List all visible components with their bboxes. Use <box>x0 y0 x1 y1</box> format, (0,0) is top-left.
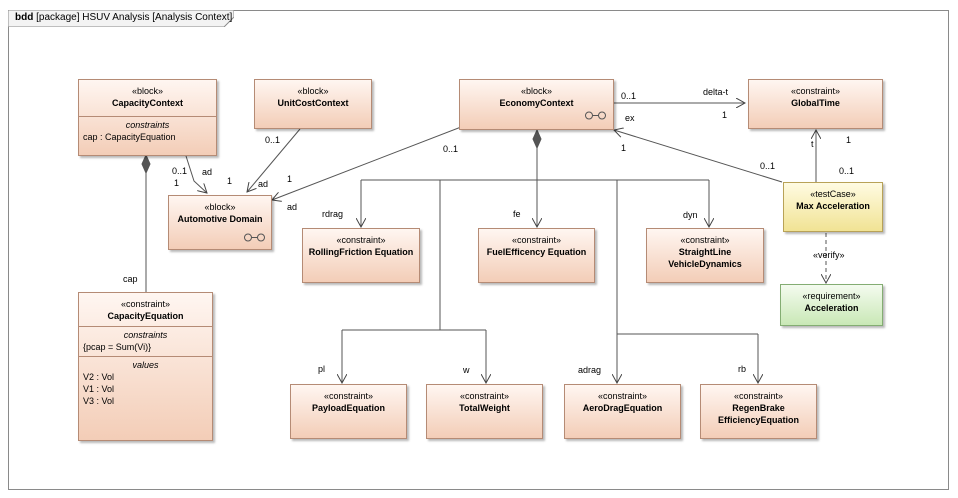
label-w: w <box>463 365 470 375</box>
label-cap-role: cap <box>123 274 138 284</box>
label-cap-ad-mult: 0..1 <box>172 166 188 176</box>
regen-brake-name-line1: RegenBrake <box>732 403 785 413</box>
constraint-capacity-equation[interactable]: «constraint» CapacityEquation constraint… <box>78 292 213 441</box>
label-ex-role: ex <box>625 113 635 123</box>
label-unit-mult: 0..1 <box>265 135 281 145</box>
capacity-context-constraints: constraints cap : CapacityEquation <box>79 116 216 146</box>
link-unit-ad <box>247 128 301 192</box>
constraint-straight-line-vehicle-dynamics[interactable]: «constraint» StraightLine VehicleDynamic… <box>646 228 764 283</box>
label-fe: fe <box>513 209 521 219</box>
label-unit-ad-role: ad <box>258 179 269 189</box>
capacity-context-constraints-title: constraints <box>125 120 170 130</box>
max-acceleration-name: Max Acceleration <box>796 201 870 211</box>
rolling-friction-stereotype: «constraint» <box>336 235 386 245</box>
label-rb: rb <box>738 364 747 374</box>
constraint-total-weight[interactable]: «constraint» TotalWeight <box>426 384 543 439</box>
label-unit-target-mult: 1 <box>227 176 233 186</box>
label-rdrag: rdrag <box>322 209 344 219</box>
rolling-friction-name: RollingFriction Equation <box>308 247 414 257</box>
capacity-equation-stereotype: «constraint» <box>120 299 171 309</box>
unit-cost-context-stereotype: «block» <box>297 86 329 96</box>
automotive-domain-name: Automotive Domain <box>177 214 263 224</box>
automotive-domain-stereotype: «block» <box>204 202 236 212</box>
label-dyn: dyn <box>683 210 698 220</box>
payload-stereotype: «constraint» <box>323 391 374 401</box>
label-t-role: t <box>811 139 814 149</box>
acceleration-name: Acceleration <box>804 303 859 313</box>
structure-ports-icon <box>244 233 265 242</box>
label-econ-ad-mult: 0..1 <box>443 144 459 154</box>
frame-kind: bdd <box>15 12 34 23</box>
capacity-equation-value-item: V1 : Vol <box>83 384 115 394</box>
frame-title: bdd [package] HSUV Analysis [Analysis Co… <box>15 12 232 23</box>
label-t-src-mult: 0..1 <box>839 166 855 176</box>
straight-line-stereotype: «constraint» <box>680 235 730 245</box>
requirement-acceleration[interactable]: «requirement» Acceleration <box>780 284 883 326</box>
max-acceleration-stereotype: «testCase» <box>810 189 856 199</box>
capacity-equation-name: CapacityEquation <box>107 311 184 321</box>
acceleration-stereotype: «requirement» <box>802 291 861 301</box>
aero-drag-name: AeroDragEquation <box>582 403 663 413</box>
straight-line-name-line2: VehicleDynamics <box>668 259 742 269</box>
capacity-equation-value-item: V3 : Vol <box>83 396 115 406</box>
label-delta-t-target-mult: 1 <box>722 110 728 120</box>
composition-diamond-cap <box>141 153 151 175</box>
capacity-equation-constraints-title: constraints <box>123 330 168 340</box>
label-adrag: adrag <box>578 365 602 375</box>
label-delta-t-role: delta-t <box>703 87 729 97</box>
label-delta-t-mult: 0..1 <box>621 91 637 101</box>
total-weight-name: TotalWeight <box>459 403 510 413</box>
constraint-global-time[interactable]: «constraint» GlobalTime <box>748 79 883 129</box>
straight-line-name-line1: StraightLine <box>678 247 732 257</box>
label-cap-ad-target-mult: 1 <box>174 178 180 188</box>
regen-brake-stereotype: «constraint» <box>733 391 784 401</box>
regen-brake-name-line2: EfficiencyEquation <box>717 415 799 425</box>
block-unit-cost-context[interactable]: «block» UnitCostContext <box>254 79 372 129</box>
constraint-payload-equation[interactable]: «constraint» PayloadEquation <box>290 384 407 439</box>
payload-name: PayloadEquation <box>311 403 385 413</box>
testcase-max-acceleration[interactable]: «testCase» Max Acceleration <box>783 182 883 232</box>
fuel-efficiency-stereotype: «constraint» <box>511 235 562 245</box>
label-econ-ad-target-mult: 1 <box>287 174 293 184</box>
capacity-equation-values-title: values <box>132 360 159 370</box>
label-econ-ad-role: ad <box>287 202 298 212</box>
capacity-context-stereotype: «block» <box>131 86 164 96</box>
capacity-context-constraint-item: cap : CapacityEquation <box>83 132 176 142</box>
economy-context-name: EconomyContext <box>499 98 574 108</box>
total-weight-stereotype: «constraint» <box>459 391 510 401</box>
capacity-context-name: CapacityContext <box>111 98 183 108</box>
label-mx-ex-mult: 0..1 <box>760 161 776 171</box>
block-automotive-domain[interactable]: «block» Automotive Domain <box>168 195 272 250</box>
structure-ports-icon <box>585 111 606 120</box>
global-time-name: GlobalTime <box>791 98 840 108</box>
fuel-efficiency-name: FuelEfficency Equation <box>486 247 587 257</box>
link-cap-ad <box>185 155 207 193</box>
label-cap-ad-role: ad <box>202 167 213 177</box>
label-ex-mult: 1 <box>621 143 627 153</box>
label-verify: «verify» <box>813 250 845 260</box>
frame-tab <box>8 10 234 27</box>
constraint-regen-brake[interactable]: «constraint» RegenBrake EfficiencyEquati… <box>700 384 817 439</box>
block-economy-context[interactable]: «block» EconomyContext <box>459 79 614 130</box>
capacity-equation-constraint-item: {pcap = Sum(Vi)} <box>83 342 152 352</box>
aero-drag-stereotype: «constraint» <box>597 391 648 401</box>
capacity-equation-values: values V2 : Vol V1 : Vol V3 : Vol <box>79 356 212 410</box>
block-capacity-context[interactable]: «block» CapacityContext constraints cap … <box>78 79 217 156</box>
constraint-fuel-efficiency[interactable]: «constraint» FuelEfficency Equation <box>478 228 595 283</box>
label-t-mult: 1 <box>846 135 852 145</box>
frame-title-text: [package] HSUV Analysis [Analysis Contex… <box>36 12 233 23</box>
link-ex <box>614 130 783 183</box>
constraint-rolling-friction[interactable]: «constraint» RollingFriction Equation <box>302 228 420 283</box>
composition-diamond-econ <box>532 128 542 150</box>
capacity-equation-value-item: V2 : Vol <box>83 372 115 382</box>
label-pl: pl <box>318 364 326 374</box>
economy-context-stereotype: «block» <box>520 86 553 96</box>
global-time-stereotype: «constraint» <box>790 86 841 96</box>
constraint-aero-drag-equation[interactable]: «constraint» AeroDragEquation <box>564 384 681 439</box>
link-econ-ad <box>272 126 462 200</box>
unit-cost-context-name: UnitCostContext <box>277 98 349 108</box>
capacity-equation-constraints: constraints {pcap = Sum(Vi)} <box>79 326 212 356</box>
